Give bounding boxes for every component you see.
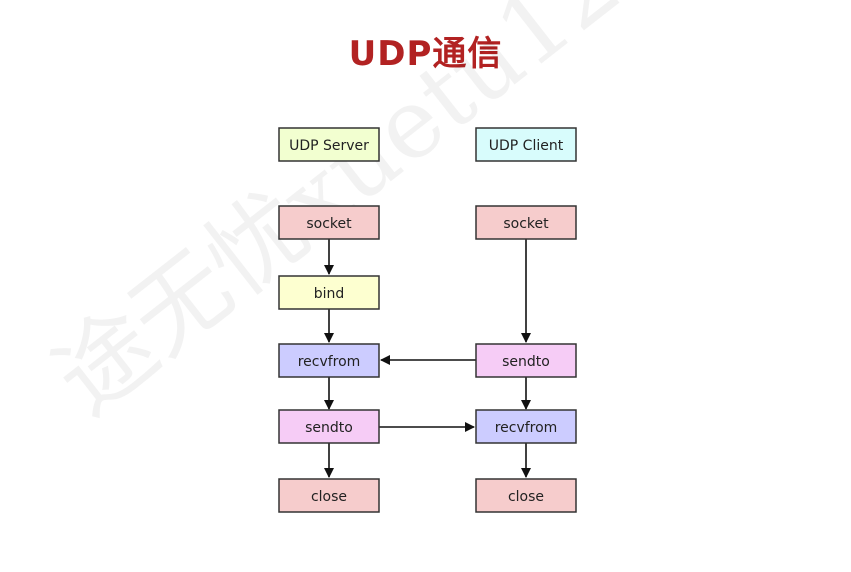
node-server-socket-label: socket — [306, 216, 352, 232]
node-client-header: UDP Client — [475, 127, 577, 162]
node-client-close-label: close — [508, 489, 544, 505]
node-client-sendto-label: sendto — [502, 354, 550, 370]
node-client-recvfrom: recvfrom — [475, 409, 577, 444]
node-server-close: close — [278, 478, 380, 513]
node-server-header-label: UDP Server — [289, 138, 369, 154]
node-client-recvfrom-label: recvfrom — [495, 420, 558, 436]
node-client-sendto: sendto — [475, 343, 577, 378]
node-server-sendto-label: sendto — [305, 420, 353, 436]
node-server-recvfrom-label: recvfrom — [298, 354, 361, 370]
node-client-header-label: UDP Client — [489, 138, 564, 154]
node-server-bind: bind — [278, 275, 380, 310]
node-client-socket: socket — [475, 205, 577, 240]
node-client-close: close — [475, 478, 577, 513]
node-server-socket: socket — [278, 205, 380, 240]
node-server-header: UDP Server — [278, 127, 380, 162]
node-server-sendto: sendto — [278, 409, 380, 444]
node-server-close-label: close — [311, 489, 347, 505]
node-server-recvfrom: recvfrom — [278, 343, 380, 378]
node-server-bind-label: bind — [314, 286, 345, 302]
page-title: UDP通信 — [348, 34, 503, 74]
node-client-socket-label: socket — [503, 216, 549, 232]
